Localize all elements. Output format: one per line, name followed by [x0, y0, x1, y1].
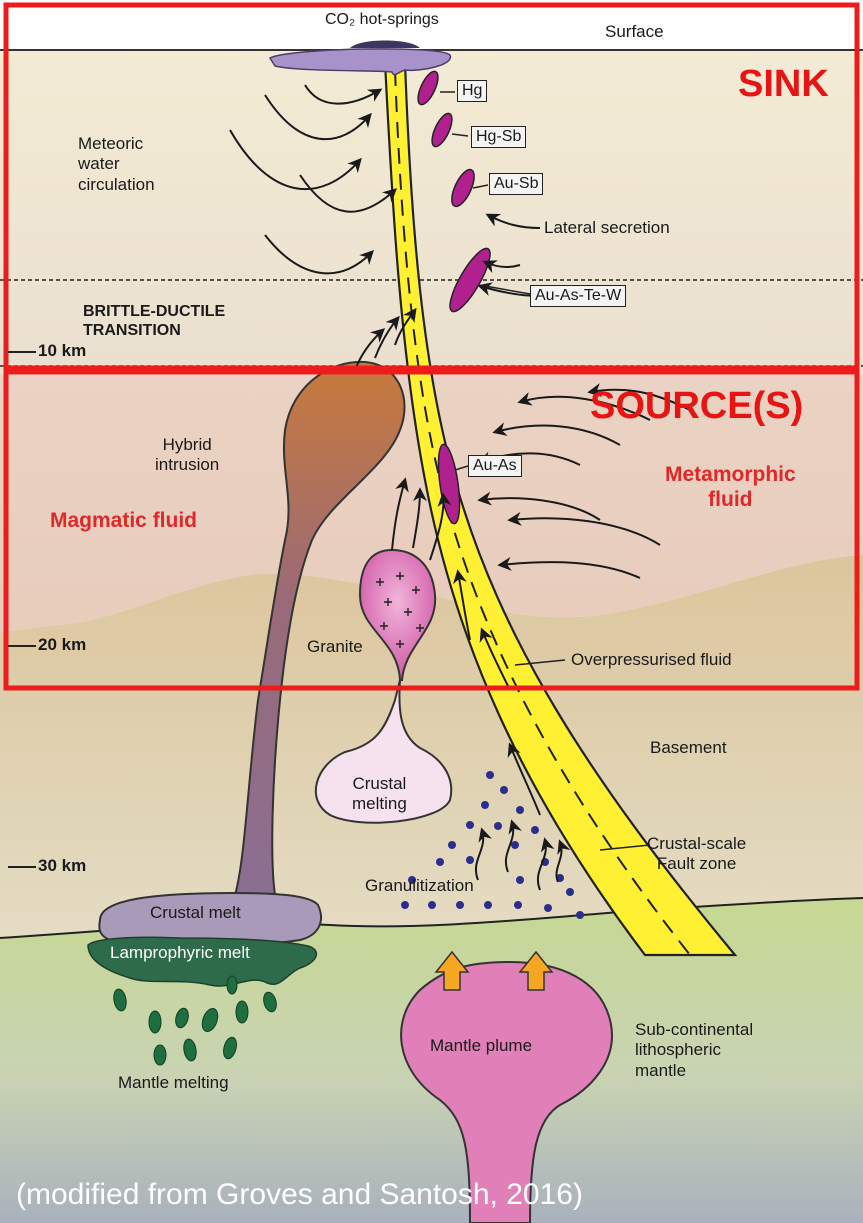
- depth-30km-tick: [8, 866, 36, 868]
- brittle-ductile-label: BRITTLE-DUCTILE TRANSITION: [83, 302, 225, 340]
- surface-label: Surface: [605, 22, 664, 42]
- melt-drop: [149, 1011, 161, 1033]
- overpressurised-fluid-label: Overpressurised fluid: [571, 650, 732, 670]
- sources-label: SOURCE(S): [590, 384, 803, 430]
- depth-10km-label: 10 km: [38, 341, 86, 361]
- lateral-secretion-label: Lateral secretion: [544, 218, 670, 238]
- basement-label: Basement: [650, 738, 727, 758]
- depth-10km-tick: [8, 351, 36, 353]
- depth-20km-label: 20 km: [38, 635, 86, 655]
- depth-30km-label: 30 km: [38, 856, 86, 876]
- hybrid-intrusion-label: Hybrid intrusion: [155, 435, 219, 476]
- crustal-melt-label: Crustal melt: [150, 903, 241, 923]
- lamprophyric-melt-label: Lamprophyric melt: [110, 943, 250, 963]
- depth-20km-tick: [8, 645, 36, 647]
- crustal-scale-fault-label: Crustal-scale Fault zone: [647, 834, 746, 875]
- metamorphic-fluid-label: Metamorphic fluid: [665, 462, 796, 512]
- meteoric-water-label: Meteoric water circulation: [78, 134, 155, 195]
- magmatic-fluid-label: Magmatic fluid: [50, 508, 197, 533]
- sub-continental-label: Sub-continental lithospheric mantle: [635, 1020, 753, 1081]
- deposit-label-hg-sb: Hg-Sb: [471, 126, 526, 148]
- crustal-melting-label: Crustal melting: [352, 774, 407, 815]
- granite-label: Granite: [307, 637, 363, 657]
- melt-drop: [227, 976, 237, 994]
- mantle-melting-label: Mantle melting: [118, 1073, 229, 1093]
- granulitization-label: Granulitization: [365, 876, 474, 896]
- co2-hot-springs-label: CO₂ hot-springs: [325, 10, 439, 29]
- deposit-label-hg: Hg: [457, 80, 487, 102]
- melt-drop: [236, 1001, 248, 1023]
- mantle-plume-label: Mantle plume: [430, 1036, 532, 1056]
- deposit-label-au-as: Au-As: [468, 455, 522, 477]
- deposit-label-au-sb: Au-Sb: [489, 173, 543, 195]
- sink-label: SINK: [738, 62, 829, 108]
- source-credit: (modified from Groves and Santosh, 2016): [16, 1178, 583, 1212]
- deposit-label-au-as-te-w: Au-As-Te-W: [530, 285, 626, 307]
- melt-drop: [154, 1045, 166, 1065]
